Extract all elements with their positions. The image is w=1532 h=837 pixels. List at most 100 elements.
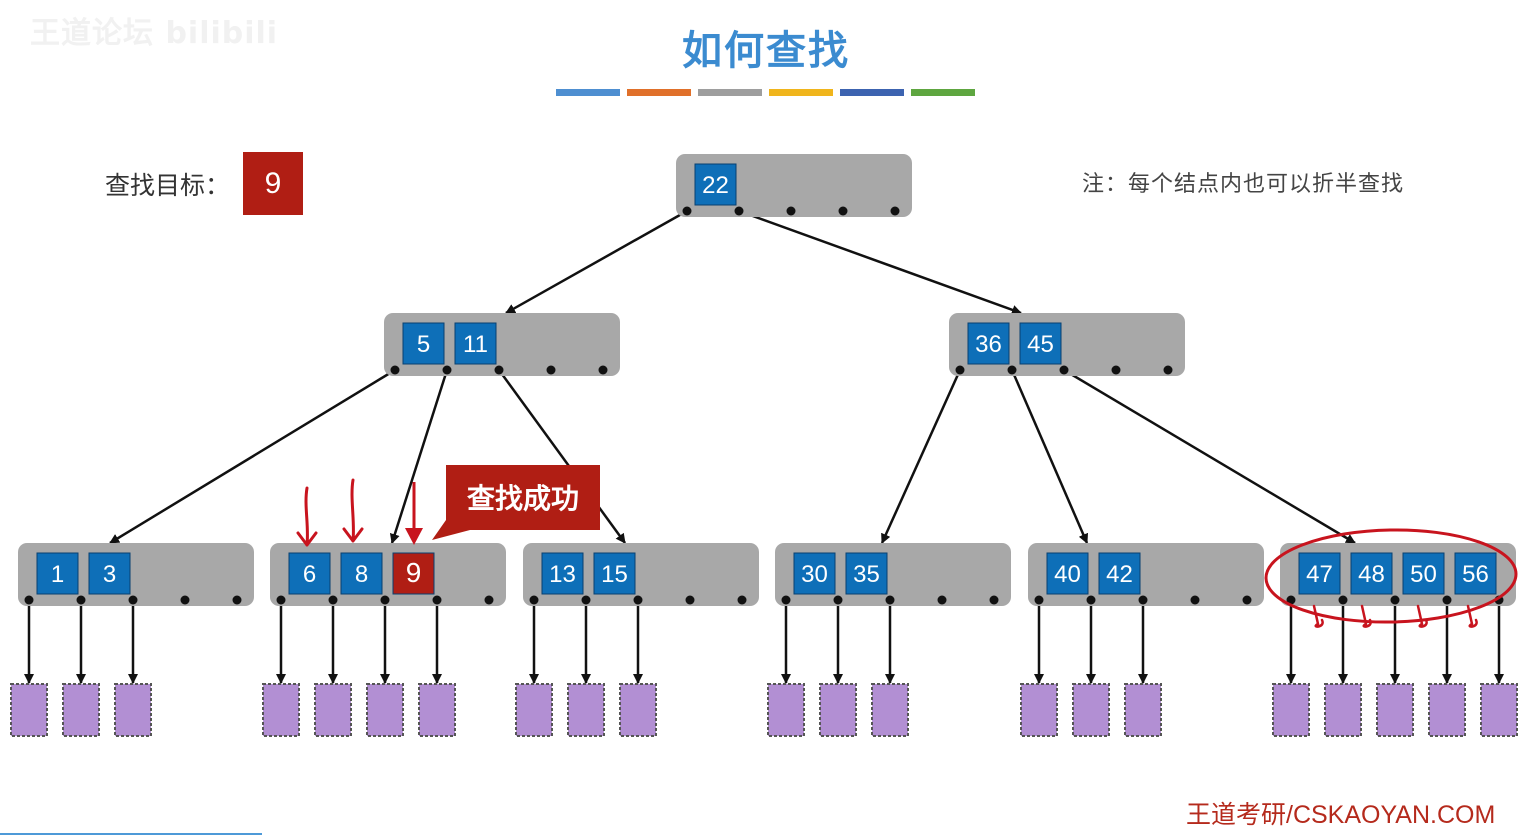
pointer-dot bbox=[276, 595, 286, 605]
key-label: 42 bbox=[1106, 561, 1133, 588]
pointer-arrow bbox=[505, 209, 688, 315]
pointer-dot bbox=[781, 595, 791, 605]
pointer-dot bbox=[685, 595, 695, 605]
key-label: 3 bbox=[103, 561, 116, 588]
key-cell bbox=[1454, 552, 1497, 595]
external-leaf bbox=[418, 683, 456, 737]
key-cell bbox=[340, 552, 383, 595]
search-target-value: 9 bbox=[243, 152, 303, 215]
pointer-arrow bbox=[389, 369, 449, 544]
external-leaf bbox=[1428, 683, 1466, 737]
scan-arrow-head bbox=[405, 528, 423, 545]
found-key-label: 9 bbox=[406, 557, 422, 588]
pointer-dot bbox=[737, 595, 747, 605]
success-callout bbox=[432, 465, 600, 540]
squiggle-annotation bbox=[1312, 604, 1324, 628]
key-label: 50 bbox=[1410, 561, 1437, 588]
pointer-dot bbox=[546, 365, 556, 375]
key-cell bbox=[967, 322, 1010, 365]
key-label: 45 bbox=[1027, 331, 1054, 358]
pointer-arrow bbox=[109, 368, 396, 545]
pointer-dot bbox=[1242, 595, 1252, 605]
key-label: 30 bbox=[801, 561, 828, 588]
title-underline-segment bbox=[698, 89, 762, 96]
footer-brand: 王道考研/CSKAOYAN.COM bbox=[1186, 801, 1496, 829]
pointer-dot bbox=[786, 206, 796, 216]
squiggle-annotation bbox=[1360, 604, 1372, 628]
external-leaf bbox=[1124, 683, 1162, 737]
pointer-dot bbox=[76, 595, 86, 605]
pointer-dot bbox=[328, 595, 338, 605]
external-leaf bbox=[1072, 683, 1110, 737]
pointer-dot bbox=[432, 595, 442, 605]
key-label: 13 bbox=[549, 561, 576, 588]
pointer-dot bbox=[1286, 595, 1296, 605]
pointer-dot bbox=[937, 595, 947, 605]
watermark-logo: 王道论坛 bilibili bbox=[30, 16, 279, 51]
pointer-arrow bbox=[1063, 368, 1356, 545]
pointer-dot bbox=[1390, 595, 1400, 605]
key-label: 56 bbox=[1462, 561, 1489, 588]
pointer-dot bbox=[682, 206, 692, 216]
pointer-dot bbox=[989, 595, 999, 605]
external-leaf bbox=[1376, 683, 1414, 737]
pointer-dot bbox=[1138, 595, 1148, 605]
key-cell bbox=[845, 552, 888, 595]
pointer-dot bbox=[598, 365, 608, 375]
external-leaf bbox=[114, 683, 152, 737]
pointer-dot bbox=[1163, 365, 1173, 375]
key-cell bbox=[402, 322, 445, 365]
pointer-dot bbox=[24, 595, 34, 605]
external-leaf bbox=[1324, 683, 1362, 737]
pointer-dot bbox=[484, 595, 494, 605]
key-label: 11 bbox=[463, 331, 488, 358]
key-cell bbox=[1298, 552, 1341, 595]
key-label: 35 bbox=[853, 561, 880, 588]
external-leaf bbox=[62, 683, 100, 737]
pointer-dot bbox=[890, 206, 900, 216]
pointer-arrow bbox=[738, 209, 1022, 315]
highlight-ellipse-annotation bbox=[1264, 528, 1518, 624]
squiggle-annotation bbox=[1466, 604, 1478, 628]
pointer-dot bbox=[838, 206, 848, 216]
pointer-dot bbox=[1034, 595, 1044, 605]
pointer-dot bbox=[494, 365, 504, 375]
pointer-arrow bbox=[497, 369, 627, 544]
external-leaf bbox=[767, 683, 805, 737]
external-leaf bbox=[314, 683, 352, 737]
slide-title: 如何查找 bbox=[682, 28, 850, 74]
key-cell bbox=[36, 552, 79, 595]
key-cell bbox=[793, 552, 836, 595]
title-underline-segment bbox=[769, 89, 833, 96]
external-leaf bbox=[515, 683, 553, 737]
key-label: 8 bbox=[355, 561, 368, 588]
pointer-dot bbox=[633, 595, 643, 605]
pointer-dot bbox=[833, 595, 843, 605]
pointer-dot bbox=[232, 595, 242, 605]
external-leaf bbox=[262, 683, 300, 737]
key-cell bbox=[1019, 322, 1062, 365]
key-label: 47 bbox=[1306, 561, 1333, 588]
key-cell bbox=[454, 322, 497, 365]
pointer-dot bbox=[1086, 595, 1096, 605]
external-leaf bbox=[871, 683, 909, 737]
key-label: 1 bbox=[51, 561, 64, 588]
external-leaf bbox=[1020, 683, 1058, 737]
key-label: 40 bbox=[1054, 561, 1081, 588]
found-key-cell bbox=[392, 552, 435, 595]
key-cell bbox=[288, 552, 331, 595]
key-cell bbox=[1350, 552, 1393, 595]
success-callout-label: 查找成功 bbox=[467, 482, 579, 515]
pointer-dot bbox=[390, 365, 400, 375]
pointer-dot bbox=[581, 595, 591, 605]
key-label: 15 bbox=[601, 561, 628, 588]
pointer-dot bbox=[128, 595, 138, 605]
external-leaf bbox=[1480, 683, 1518, 737]
external-leaf bbox=[819, 683, 857, 737]
key-label: 22 bbox=[702, 172, 729, 199]
search-target-label: 查找目标： bbox=[105, 171, 231, 200]
key-cell bbox=[541, 552, 584, 595]
key-label: 6 bbox=[303, 561, 316, 588]
